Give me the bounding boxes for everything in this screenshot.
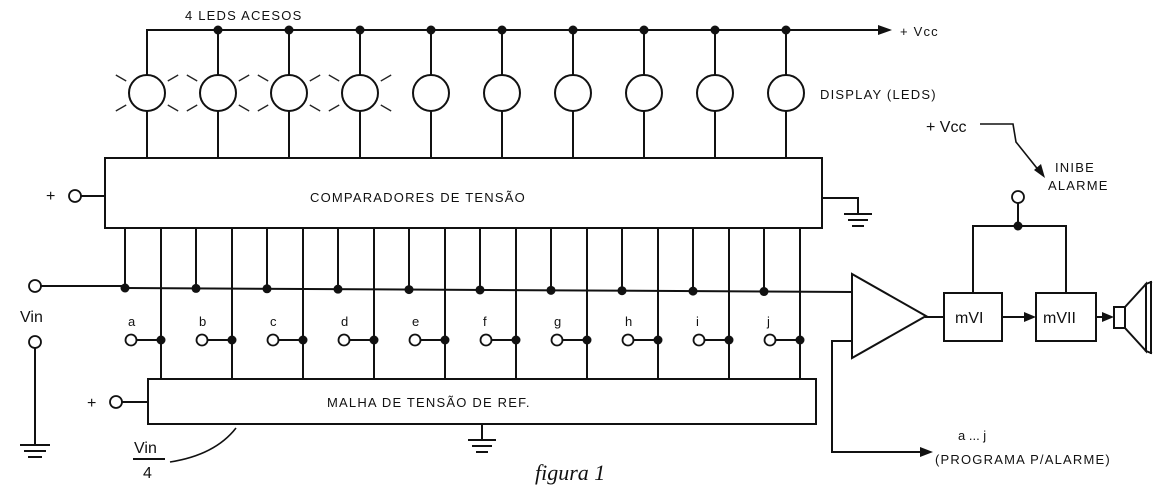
leds-lit-label: 4 LEDS ACESOS bbox=[185, 8, 302, 23]
tap-terminal[interactable] bbox=[266, 333, 280, 347]
led-off bbox=[767, 25, 805, 159]
vin-fraction-denominator: 4 bbox=[143, 465, 152, 482]
tap-c[interactable]: c bbox=[266, 314, 304, 347]
vin-bus-terminal bbox=[28, 279, 42, 293]
mvi-block bbox=[943, 292, 1003, 342]
amplifier-program-line bbox=[831, 340, 933, 457]
tap-label: h bbox=[625, 314, 632, 329]
led-lit bbox=[115, 29, 179, 159]
vin-label: Vin bbox=[20, 309, 43, 326]
tap-label: g bbox=[554, 314, 561, 329]
vin-terminal bbox=[28, 335, 42, 349]
comparators-plus-sign: + bbox=[46, 188, 55, 205]
tap-label: d bbox=[341, 314, 348, 329]
comparators-label: COMPARADORES DE TENSÃO bbox=[310, 190, 526, 205]
led-circle bbox=[767, 74, 805, 112]
reference-supply-input bbox=[109, 395, 149, 409]
led-circle bbox=[412, 74, 450, 112]
led-off bbox=[554, 25, 592, 159]
vcc-rail bbox=[146, 25, 892, 35]
tap-f[interactable]: f bbox=[479, 314, 517, 347]
reference-supply-terminal bbox=[109, 395, 123, 409]
led-off bbox=[625, 25, 663, 159]
led-lit bbox=[186, 25, 250, 159]
inhibit-network bbox=[972, 190, 1067, 294]
led-circle bbox=[128, 74, 166, 112]
mvi-to-mvii-wire bbox=[1001, 312, 1036, 322]
tap-terminal[interactable] bbox=[692, 333, 706, 347]
tap-d[interactable]: d bbox=[337, 314, 375, 347]
figure-caption: figura 1 bbox=[535, 460, 605, 485]
led-circle bbox=[625, 74, 663, 112]
tap-terminal[interactable] bbox=[124, 333, 138, 347]
vin-fraction-annotation bbox=[133, 427, 237, 463]
tap-i[interactable]: i bbox=[692, 314, 730, 347]
led-off bbox=[696, 25, 734, 159]
mvii-block bbox=[1035, 292, 1097, 342]
vin-fraction-numerator: Vin bbox=[134, 440, 157, 457]
inhibit-terminal bbox=[1011, 190, 1025, 204]
led-circle bbox=[554, 74, 592, 112]
program-range-label: a ... j bbox=[958, 428, 986, 443]
display-label: DISPLAY (LEDS) bbox=[820, 87, 937, 102]
mvii-label: mVII bbox=[1043, 310, 1076, 327]
tap-j[interactable]: j bbox=[763, 314, 801, 347]
tap-terminal[interactable] bbox=[195, 333, 209, 347]
comparators-supply-terminal bbox=[68, 189, 82, 203]
led-off bbox=[483, 25, 521, 159]
vcc-right-label: + Vcc bbox=[926, 119, 966, 136]
comparators-supply-input bbox=[68, 189, 106, 203]
led-circle bbox=[199, 74, 237, 112]
vin-bus bbox=[28, 279, 854, 294]
tap-h[interactable]: h bbox=[621, 314, 659, 347]
tap-e[interactable]: e bbox=[408, 314, 446, 347]
inhibit-label-line2: ALARME bbox=[1048, 178, 1109, 193]
tap-terminal[interactable] bbox=[337, 333, 351, 347]
tap-terminal[interactable] bbox=[550, 333, 564, 347]
speaker-icon bbox=[1113, 280, 1153, 355]
tap-selectors: a b c d e f g h i j bbox=[124, 314, 801, 347]
mvii-to-speaker-wire bbox=[1095, 312, 1114, 322]
tap-b[interactable]: b bbox=[195, 314, 233, 347]
inhibit-label-line1: INIBE bbox=[1055, 160, 1095, 175]
tap-terminal[interactable] bbox=[479, 333, 493, 347]
amplifier-triangle bbox=[851, 272, 929, 360]
tap-label: a bbox=[128, 314, 136, 329]
comparator-columns bbox=[120, 227, 805, 380]
led-circle bbox=[341, 74, 379, 112]
led-circle bbox=[270, 74, 308, 112]
vcc-inhibit-arrow bbox=[980, 123, 1045, 178]
mvi-label: mVI bbox=[955, 310, 983, 327]
program-label: (PROGRAMA P/ALARME) bbox=[935, 452, 1111, 467]
tap-label: e bbox=[412, 314, 419, 329]
reference-mesh-label: MALHA DE TENSÃO DE REF. bbox=[327, 395, 531, 410]
reference-plus-sign: + bbox=[87, 395, 96, 412]
led-circle bbox=[483, 74, 521, 112]
tap-label: j bbox=[766, 314, 770, 329]
tap-label: f bbox=[483, 314, 487, 329]
led-off bbox=[412, 25, 450, 159]
tap-label: i bbox=[696, 314, 699, 329]
tap-a[interactable]: a bbox=[124, 314, 162, 347]
tap-terminal[interactable] bbox=[621, 333, 635, 347]
tap-terminal[interactable] bbox=[408, 333, 422, 347]
vin-ground-input bbox=[20, 335, 50, 458]
reference-ground-icon bbox=[468, 423, 496, 453]
tap-terminal[interactable] bbox=[763, 333, 777, 347]
led-lit bbox=[257, 25, 321, 159]
led-circle bbox=[696, 74, 734, 112]
comparators-ground-icon bbox=[821, 197, 872, 227]
led-lit bbox=[328, 25, 392, 159]
tap-label: b bbox=[199, 314, 206, 329]
vcc-top-label: + Vcc bbox=[900, 24, 939, 39]
led-display bbox=[115, 25, 805, 159]
tap-g[interactable]: g bbox=[550, 314, 588, 347]
comparators-block bbox=[104, 157, 823, 229]
tap-label: c bbox=[270, 314, 277, 329]
